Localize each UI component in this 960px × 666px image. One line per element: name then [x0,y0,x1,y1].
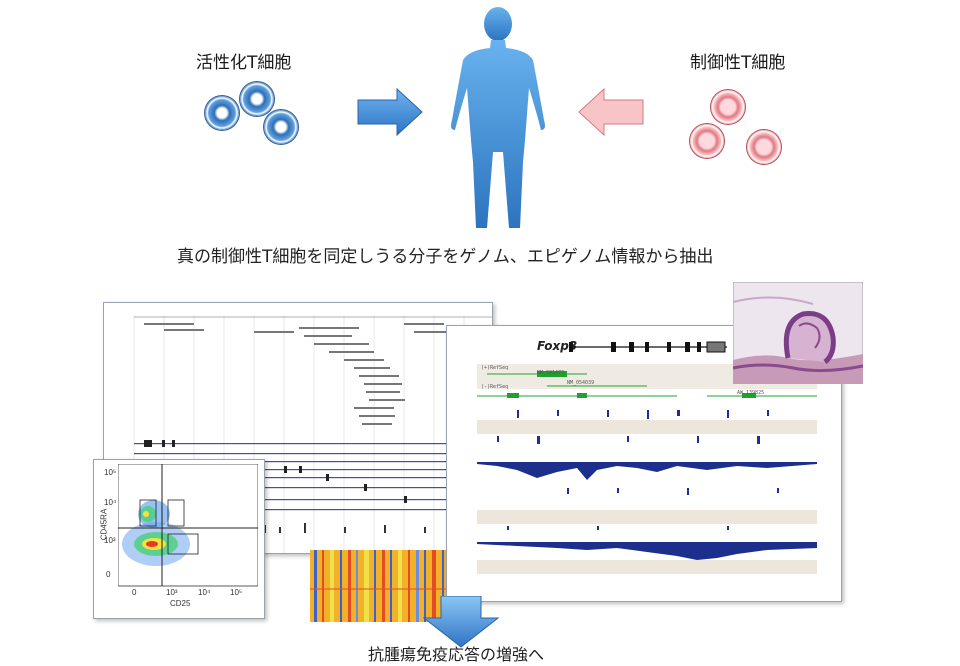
arrow-down-icon [423,596,499,648]
gene-model [569,341,727,353]
x-tick-1: 10³ [166,588,178,597]
regulatory-t-cell-icon [690,124,724,158]
refseq-genes [477,371,817,398]
x-tick-0: 0 [132,588,137,597]
activated-t-cell-label: 活性化T細胞 [196,53,292,73]
histology-image [733,282,863,384]
refseq-plus-label: (+)RefSeq [481,365,509,371]
flow-cytometry-plot: CD45RA CD25 0 10³ 10⁴ 10⁵ 10⁵ 10⁴ 10³ 0 [93,459,265,619]
x-tick-2: 10⁴ [198,588,211,597]
regulatory-t-cell-icon [711,90,745,124]
main-caption: 真の制御性T細胞を同定しうる分子をゲノム、エピゲノム情報から抽出 [177,247,714,267]
epigenome-signal-tracks [477,410,817,574]
activated-t-cell-icon [205,96,239,130]
regulatory-t-cell-label: 制御性T細胞 [690,53,786,73]
track-label-3: AW_139825 [737,390,765,396]
arrow-left-icon [578,88,644,136]
arrow-right-icon [357,88,423,136]
y-tick-0: 10⁵ [104,468,117,477]
y-tick-3: 0 [106,570,111,579]
y-tick-1: 10⁴ [104,498,117,507]
x-tick-3: 10⁵ [230,588,243,597]
activated-t-cell-icon [240,82,274,116]
x-axis-label: CD25 [170,599,191,608]
track-label-2: NM_054039 [567,380,595,386]
refseq-minus-label: (-)RefSeq [481,384,509,390]
bottom-caption: 抗腫瘍免疫応答の増強へ [368,645,545,664]
human-figure-icon [451,7,545,228]
activated-t-cell-icon [264,110,298,144]
gene-name-label: Foxp3 [537,339,578,353]
flow-scatter [118,464,258,587]
regulatory-t-cell-icon [747,130,781,164]
track-label-1: NM_001473 [537,370,565,376]
y-tick-2: 10³ [104,536,116,545]
